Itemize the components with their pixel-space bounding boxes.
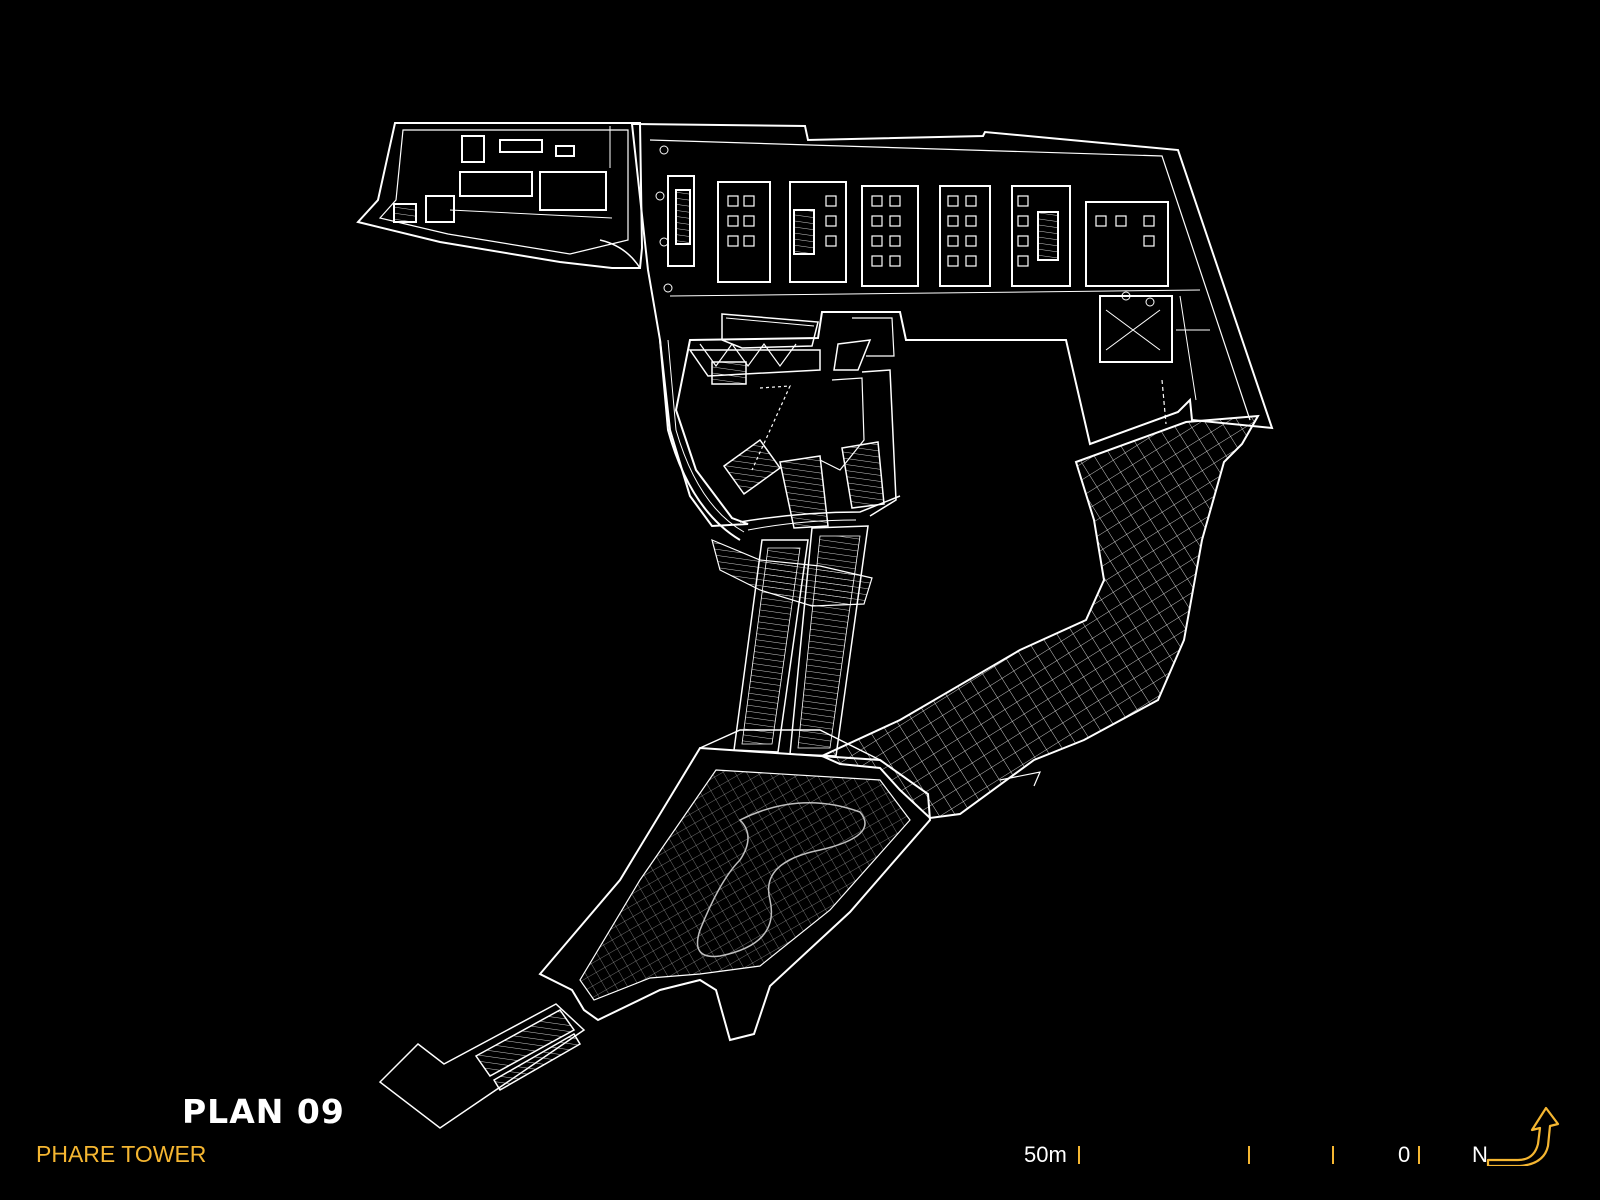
north-arrow-icon: [1486, 1106, 1560, 1166]
central-lobby: [688, 313, 901, 531]
north-label: N: [1472, 1142, 1488, 1167]
scale-tick: [1078, 1146, 1080, 1164]
plan-title: PLAN 09: [182, 1092, 345, 1131]
project-name: PHARE TOWER: [36, 1141, 207, 1167]
scale-tick: [1248, 1146, 1250, 1164]
south-plaza: [538, 729, 932, 1042]
scale-end-label: 0: [1398, 1142, 1411, 1167]
scale-tick: [1332, 1146, 1334, 1164]
west-wing: [356, 122, 644, 269]
scale-start-label: 50m: [1024, 1142, 1067, 1167]
south-entrance: [378, 1003, 586, 1129]
east-terrace: [819, 414, 1260, 820]
north-building: [630, 122, 1274, 528]
escalator-bridge: [733, 525, 869, 757]
scale-tick: [1418, 1146, 1420, 1164]
